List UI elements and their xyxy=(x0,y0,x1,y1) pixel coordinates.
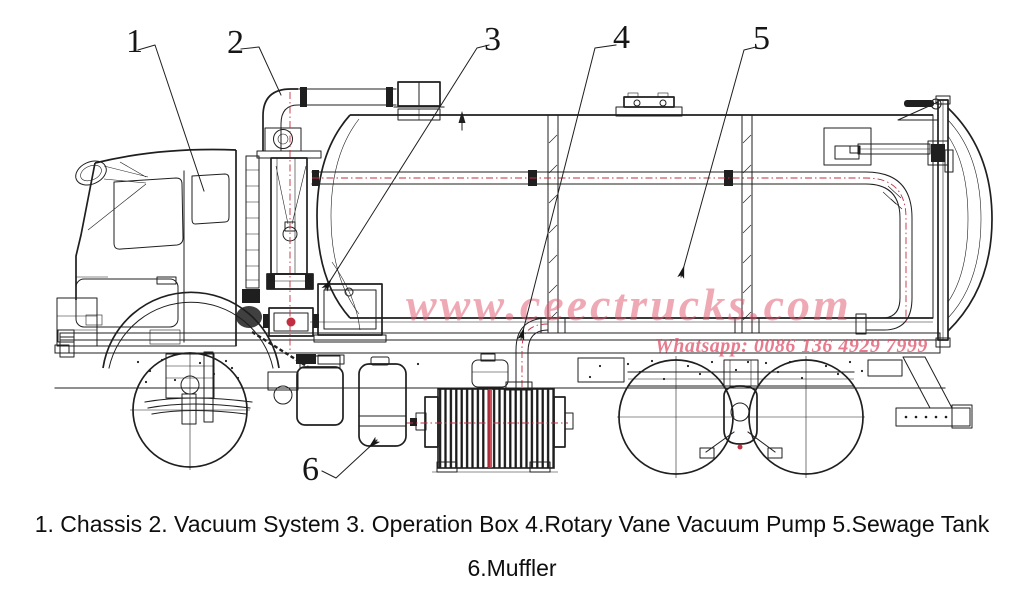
vacuum-pump xyxy=(406,381,574,473)
leader-3 xyxy=(321,44,490,292)
door-handle xyxy=(156,276,177,285)
watermark: www.ceectrucks.com Whatsapp: 0086 136 49… xyxy=(406,279,928,357)
front-tow-step xyxy=(59,336,75,358)
legend: 1. Chassis 2. Vacuum System 3. Operation… xyxy=(35,511,990,581)
callout-3: 3 xyxy=(484,21,501,58)
callout-1: 1 xyxy=(126,23,143,60)
side-mirror xyxy=(75,160,149,186)
rivet-dots xyxy=(136,358,864,384)
cyclone-column xyxy=(270,157,308,275)
callout-2: 2 xyxy=(227,24,244,61)
front-bumper xyxy=(56,297,98,347)
axle-housing xyxy=(723,385,758,445)
leader-4 xyxy=(517,44,617,341)
cab-step xyxy=(149,329,181,345)
leaf-spring xyxy=(144,397,253,415)
legend-line-1: 1. Chassis 2. Vacuum System 3. Operation… xyxy=(35,511,990,537)
legend-line-2: 6.Muffler xyxy=(467,555,556,581)
leader-6 xyxy=(321,436,381,479)
tank-side-box xyxy=(823,127,872,166)
shock-absorber xyxy=(203,351,214,423)
muffler xyxy=(358,356,407,447)
rear-wheels xyxy=(617,356,865,478)
callout-5: 5 xyxy=(753,20,770,57)
cab-rear-rack xyxy=(245,155,260,289)
vacuum-system xyxy=(242,81,445,352)
callouts: 1 2 3 4 5 6 xyxy=(126,19,770,488)
side-window xyxy=(191,173,230,225)
transfer-case xyxy=(236,306,262,328)
leader-2 xyxy=(240,46,282,96)
pump-finned-body xyxy=(437,388,555,469)
rear-bumper xyxy=(895,356,973,429)
truck-cab xyxy=(56,148,280,369)
watermark-whatsapp: Whatsapp: 0086 136 4929 7999 xyxy=(655,335,928,357)
wiper xyxy=(87,183,147,231)
sewage-tank xyxy=(311,92,993,348)
reference-arrow xyxy=(458,111,466,131)
operation-box xyxy=(313,261,387,343)
rear-door-hinge xyxy=(897,98,942,121)
front-head xyxy=(316,114,351,319)
valve-box xyxy=(264,127,302,152)
frame-bracket xyxy=(867,359,903,377)
toolbox xyxy=(296,366,344,426)
lift-cylinder xyxy=(849,140,954,173)
callout-6: 6 xyxy=(302,451,319,488)
intake-pipe xyxy=(297,88,397,106)
callout-4: 4 xyxy=(613,19,630,56)
leader-5 xyxy=(677,46,757,279)
wheel-arch xyxy=(102,291,280,369)
bogie-pivot xyxy=(723,359,759,387)
rear-head xyxy=(947,107,993,332)
leader-1 xyxy=(137,44,205,192)
valve-handwheel xyxy=(273,129,293,149)
door-window xyxy=(113,177,184,250)
intake-elbow xyxy=(262,88,298,151)
watermark-site: www.ceectrucks.com xyxy=(406,279,852,330)
pump-shaft xyxy=(410,418,417,426)
front-tow-hook xyxy=(54,344,70,354)
oil-reservoir xyxy=(471,359,509,388)
suction-pipe xyxy=(311,170,913,335)
front-wheel xyxy=(130,306,345,470)
manhole xyxy=(615,92,683,117)
frame-bracket xyxy=(577,357,625,383)
